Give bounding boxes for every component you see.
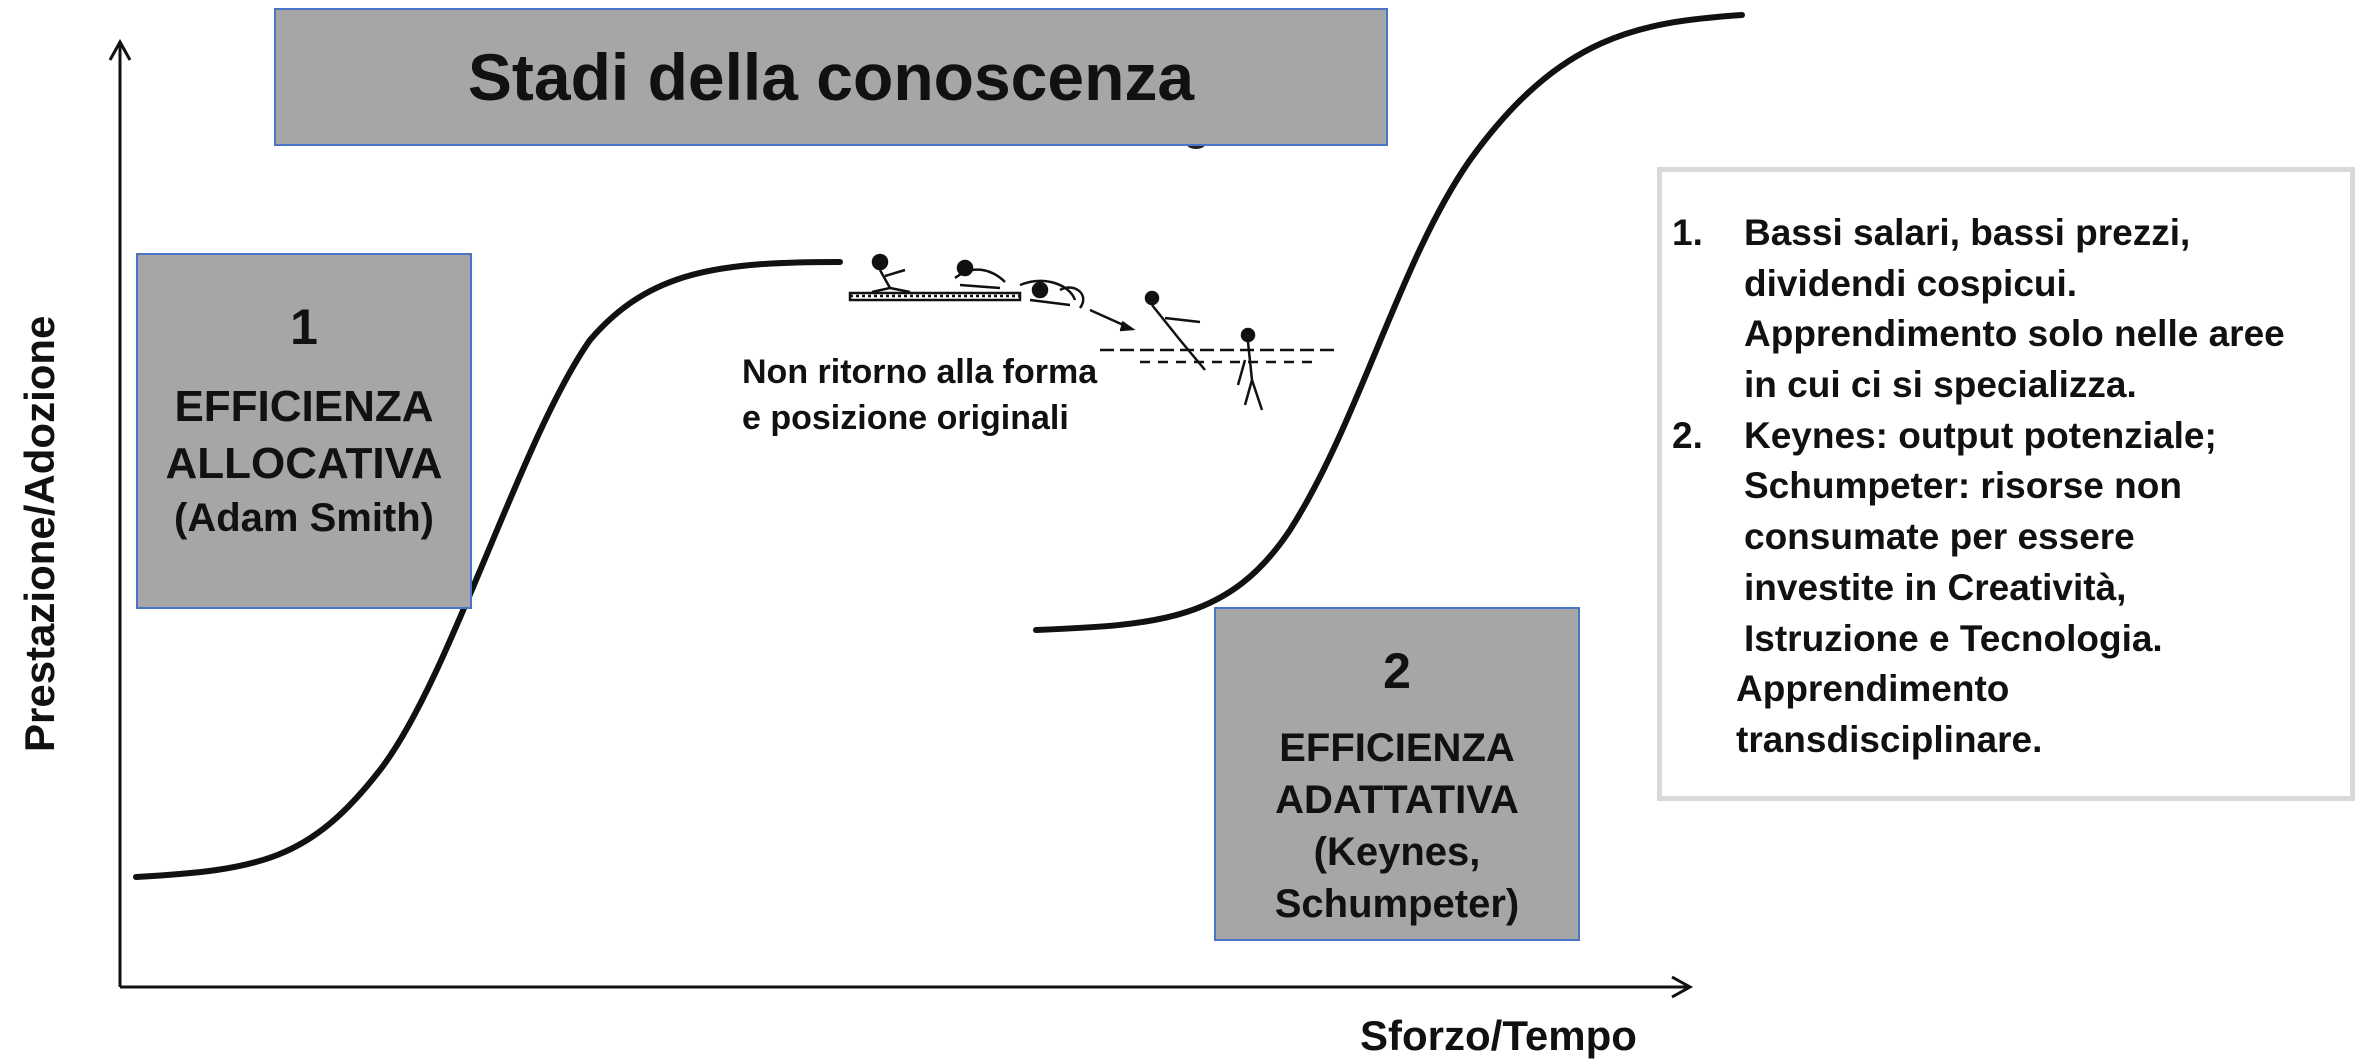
note-1-text: Bassi salari, bassi prezzi, dividendi co… — [1744, 208, 2350, 411]
axes — [108, 38, 1694, 999]
x-axis-label: Sforzo/Tempo — [1360, 1012, 1637, 1059]
diagram-title: Stadi della conoscenza — [467, 40, 1195, 114]
stage-2-line-2: ADATTATIVA — [1275, 778, 1519, 822]
s-curve-2 — [1033, 12, 1745, 633]
title-box: Stadi della conoscenza — [274, 8, 1388, 146]
caption-line-1: Non ritorno alla forma — [742, 353, 1098, 391]
stage-2-box: 2 EFFICIENZA ADATTATIVA (Keynes, Schumpe… — [1214, 607, 1580, 941]
stage-1-line-3: (Adam Smith) — [174, 496, 434, 541]
note-tail: Apprendimento transdisciplinare. — [1672, 664, 2350, 765]
note-2-number: 2. — [1672, 414, 1703, 456]
note-1-line: Apprendimento solo nelle aree — [1744, 313, 2285, 355]
stage-2-line-1: EFFICIENZA — [1279, 726, 1515, 770]
stage-2-line-4: Schumpeter) — [1274, 882, 1520, 926]
y-axis-label: Prestazione/Adozione — [16, 315, 63, 752]
note-2-line: Istruzione e Tecnologia. — [1744, 617, 2163, 659]
note-2-line: investite in Creatività, — [1744, 566, 2127, 608]
note-1-line: Bassi salari, bassi prezzi, — [1744, 212, 2191, 253]
note-1-line: dividendi cospicui. — [1744, 262, 2078, 304]
x-axis-arrowhead — [1671, 975, 1694, 999]
notes-box: 1. Bassi salari, bassi prezzi, dividendi… — [1657, 167, 2355, 801]
s-curve-1 — [133, 259, 843, 880]
stage-2-line-3: (Keynes, — [1313, 830, 1481, 874]
note-2-text: Keynes: output potenziale; Schumpeter: r… — [1744, 411, 2350, 664]
stage-1-line-1: EFFICIENZA — [174, 382, 434, 431]
note-2-line: consumate per essere — [1744, 516, 2135, 558]
diver-sequence-icon — [848, 253, 1340, 411]
stage-2-number: 2 — [1383, 643, 1411, 699]
caption-line-2: e posizione originali — [742, 398, 1069, 437]
stage-1-line-2: ALLOCATIVA — [165, 439, 443, 489]
note-tail-line: Apprendimento — [1736, 668, 2010, 710]
note-item-1: 1. Bassi salari, bassi prezzi, dividendi… — [1672, 208, 2350, 411]
note-2-line: Schumpeter: risorse non — [1744, 465, 2182, 507]
diver-caption: Non ritorno alla forma e posizione origi… — [742, 350, 1097, 442]
note-2-line: Keynes: output potenziale; — [1744, 414, 2217, 456]
stage-1-box: 1 EFFICIENZA ALLOCATIVA (Adam Smith) — [136, 253, 472, 609]
note-1-line: in cui ci si specializza. — [1744, 364, 2137, 406]
note-tail-line: transdisciplinare. — [1736, 718, 2043, 760]
y-axis-arrowhead — [108, 38, 132, 61]
note-1-number: 1. — [1672, 212, 1703, 253]
stage-1-number: 1 — [290, 299, 318, 355]
note-item-2: 2. Keynes: output potenziale; Schumpeter… — [1672, 411, 2350, 664]
